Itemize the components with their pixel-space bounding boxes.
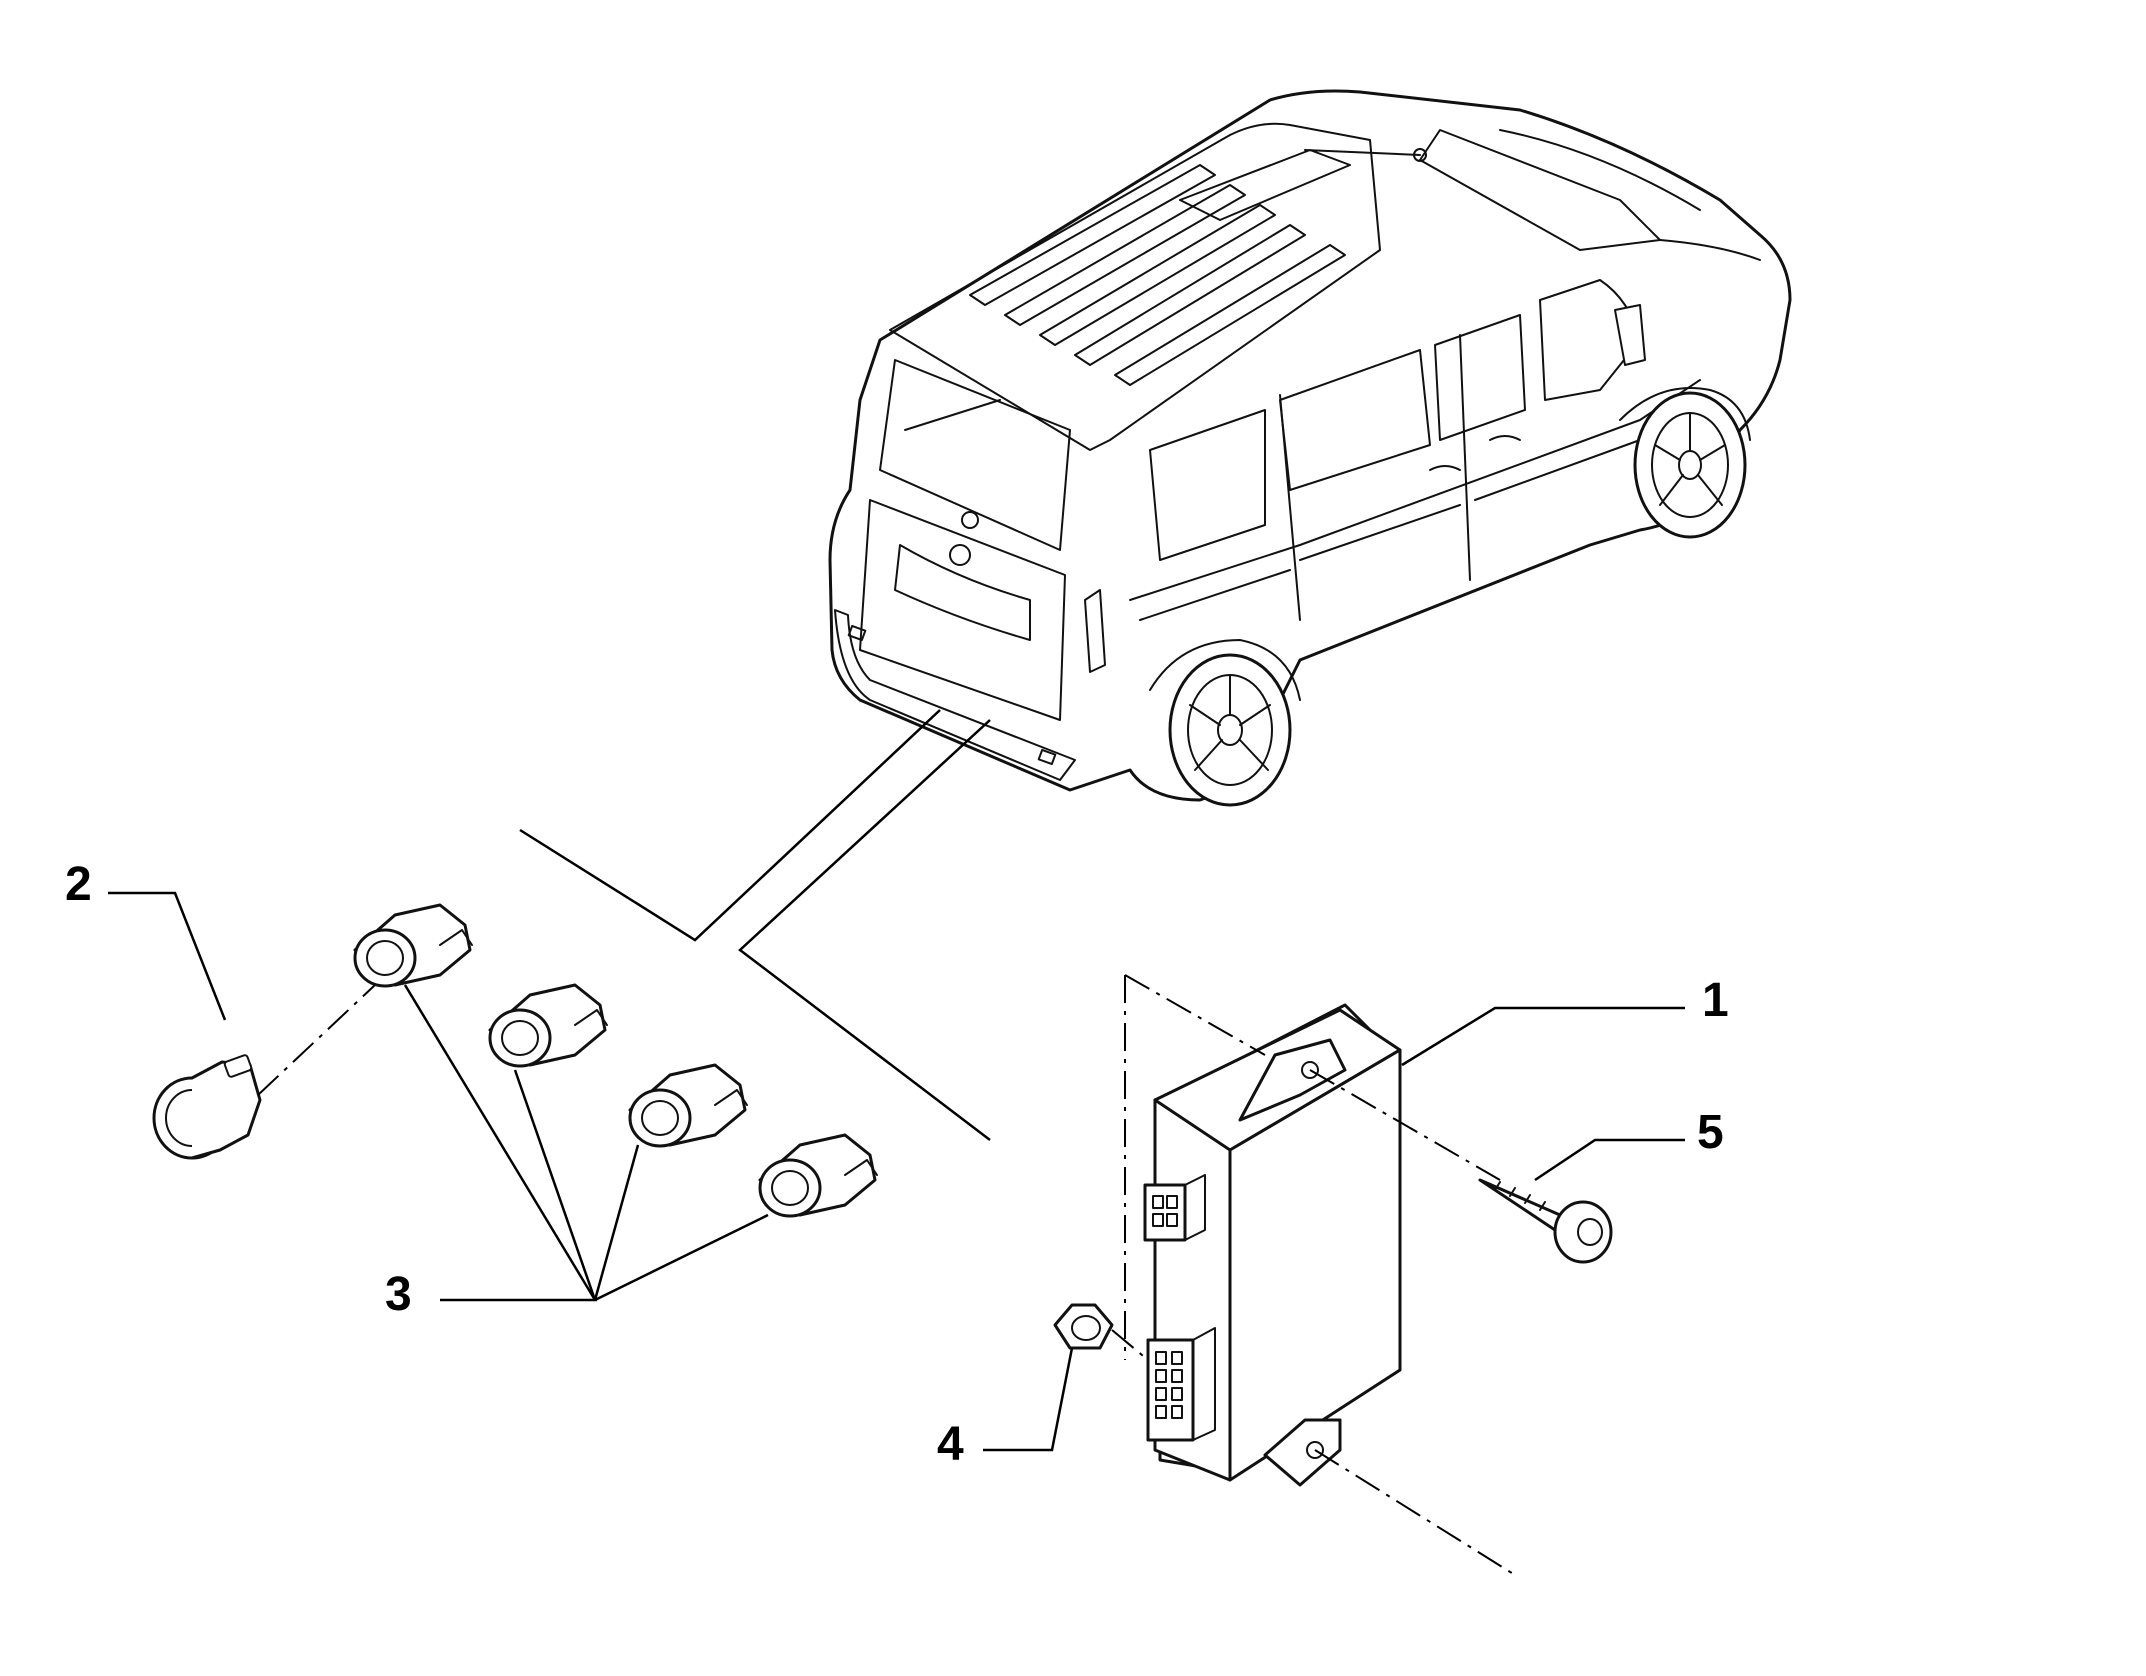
sensor-4	[758, 1133, 878, 1218]
part-5-screw	[1478, 1178, 1613, 1264]
sensor-3	[628, 1063, 748, 1148]
front-wheel	[1633, 391, 1747, 539]
part-2-sensor-bracket	[152, 984, 376, 1160]
vehicle-leader-lines	[519, 709, 991, 1141]
sensor-1	[353, 903, 473, 988]
callout-4-label: 4	[937, 1418, 964, 1471]
callout-5-label: 5	[1697, 1106, 1724, 1159]
part-3-parking-sensors	[353, 903, 878, 1218]
vehicle-illustration	[828, 89, 1792, 807]
rear-wheel	[1168, 653, 1292, 807]
callout-2-label: 2	[65, 858, 92, 911]
callout-leaders	[108, 891, 1685, 1452]
sensor-2	[488, 983, 608, 1068]
callout-labels: 1 2 3 4 5	[65, 858, 1729, 1471]
part-1-control-unit	[1124, 974, 1516, 1576]
callout-1-label: 1	[1702, 974, 1729, 1027]
part-4-nut	[1053, 1303, 1149, 1361]
callout-3-label: 3	[385, 1268, 412, 1321]
